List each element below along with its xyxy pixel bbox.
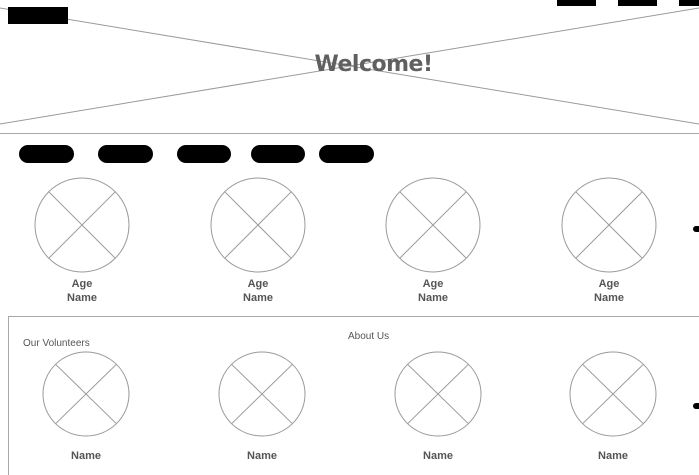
volunteer-name: Name <box>247 450 277 462</box>
profile-card[interactable]: Age Name <box>561 177 657 305</box>
about-us-link[interactable]: About Us <box>348 331 390 342</box>
avatar-placeholder-icon <box>210 177 306 273</box>
avatar-placeholder-icon <box>34 177 130 273</box>
profile-name: Name <box>418 292 448 304</box>
profile-name: Name <box>243 292 273 304</box>
nav-button-5[interactable] <box>319 145 374 163</box>
volunteer-name: Name <box>423 450 453 462</box>
logo[interactable] <box>8 7 68 24</box>
avatar-placeholder-icon <box>42 351 130 437</box>
profile-age: Age <box>598 278 620 290</box>
nav-button-2[interactable] <box>98 145 153 163</box>
volunteer-card[interactable]: Name <box>218 351 314 463</box>
header-nav-item-1[interactable] <box>557 0 596 6</box>
avatar-placeholder-icon <box>569 351 657 437</box>
profile-name: Name <box>594 292 624 304</box>
profile-name: Name <box>67 292 97 304</box>
volunteers-next-arrow[interactable] <box>693 403 699 409</box>
nav-button-1[interactable] <box>19 145 74 163</box>
avatar-placeholder-icon <box>385 177 481 273</box>
header-nav-item-2[interactable] <box>618 0 657 6</box>
profile-age: Age <box>71 278 93 290</box>
carousel-next-arrow[interactable] <box>693 226 699 232</box>
volunteer-card[interactable]: Name <box>394 351 490 463</box>
page-title: Welcome! <box>314 52 433 77</box>
volunteer-card[interactable]: Name <box>42 351 138 463</box>
avatar-placeholder-icon <box>218 351 306 437</box>
profile-card[interactable]: Age Name <box>385 177 481 305</box>
volunteer-card[interactable]: Name <box>569 351 665 463</box>
nav-button-3[interactable] <box>177 145 231 163</box>
hero-image-placeholder-icon <box>0 7 699 125</box>
avatar-placeholder-icon <box>394 351 482 437</box>
volunteer-name: Name <box>71 450 101 462</box>
profile-age: Age <box>247 278 269 290</box>
volunteer-name: Name <box>598 450 628 462</box>
volunteers-panel <box>8 316 699 475</box>
profile-age: Age <box>422 278 444 290</box>
nav-button-4[interactable] <box>251 145 305 163</box>
avatar-placeholder-icon <box>561 177 657 273</box>
hero-banner: Welcome! <box>0 0 699 134</box>
profile-card[interactable]: Age Name <box>34 177 130 305</box>
volunteers-heading: Our Volunteers <box>23 338 90 349</box>
profile-card[interactable]: Age Name <box>210 177 306 305</box>
header-nav-item-3[interactable] <box>679 0 699 6</box>
